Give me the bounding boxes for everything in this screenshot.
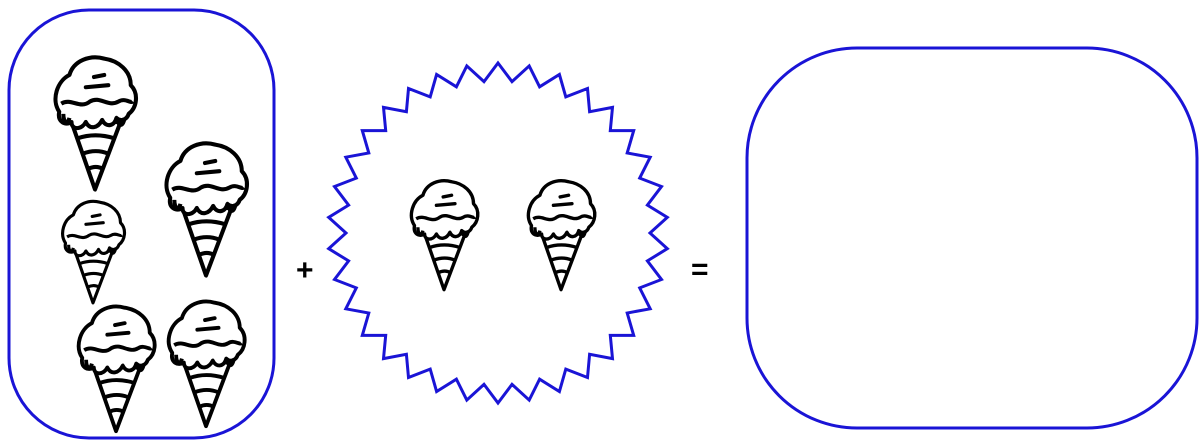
ice-cream-cone-icon [63,201,125,303]
ice-cream-cone-icon [169,302,245,427]
plus-sign: + [296,256,314,286]
first-group-frame [9,10,274,438]
ice-cream-cone-icon [411,181,477,290]
ice-cream-cone-icon [55,57,135,189]
answer-box[interactable] [747,48,1197,428]
ice-cream-cone-icon [166,143,246,275]
first-group [55,57,246,431]
second-group [411,181,594,290]
ice-cream-cone-icon [528,181,594,290]
equals-sign: = [691,255,709,285]
ice-cream-cone-icon [79,307,155,432]
second-group-frame [329,63,668,403]
